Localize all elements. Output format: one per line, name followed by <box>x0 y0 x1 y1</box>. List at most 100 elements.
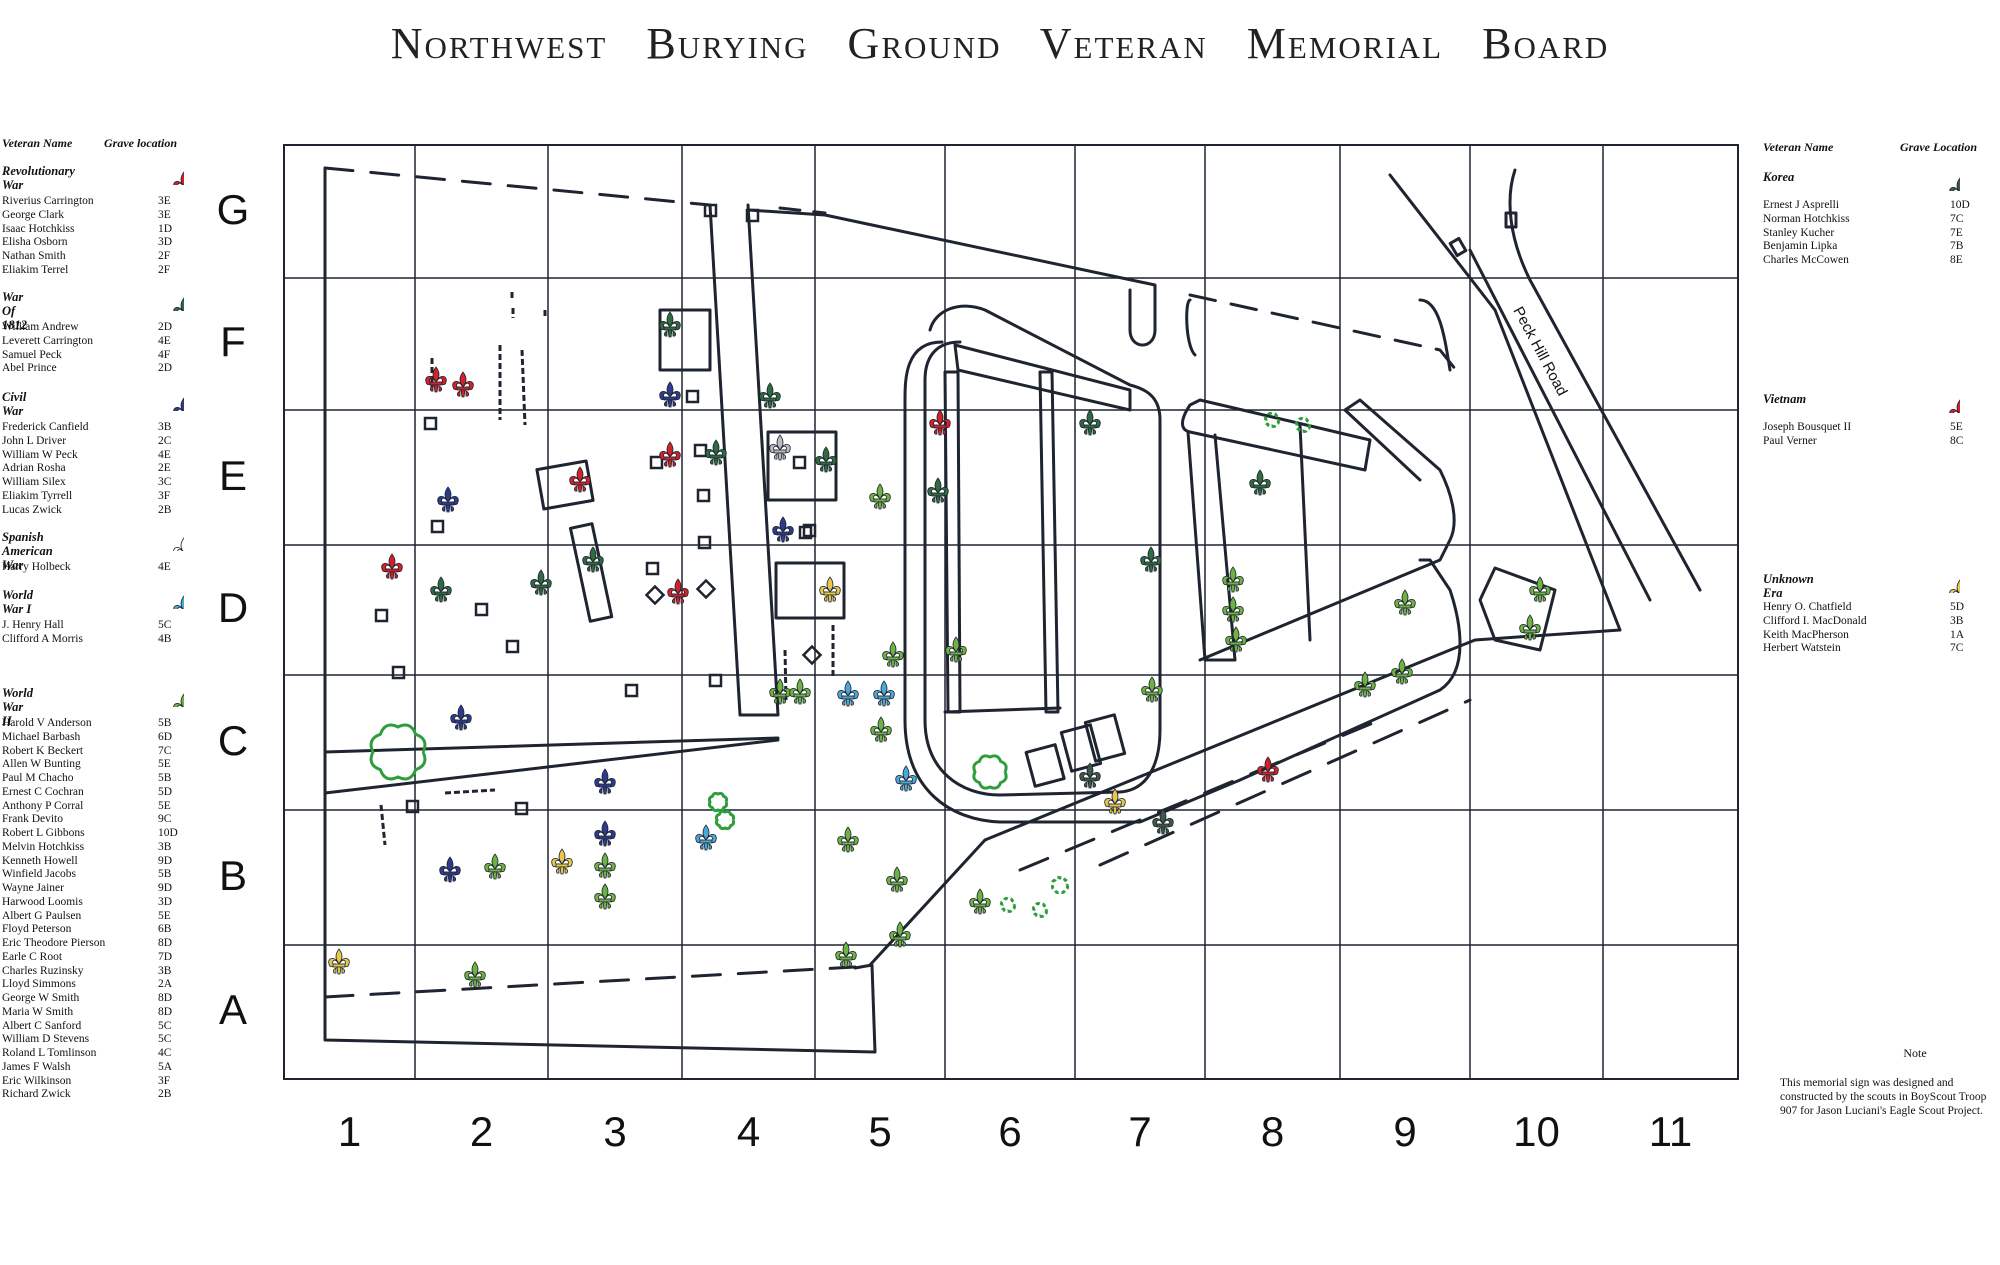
grave-fleur-de-lis-icon <box>551 848 573 875</box>
road-top <box>746 208 1157 347</box>
grave-fleur-de-lis-icon <box>769 678 791 705</box>
cemetery-boundary <box>323 166 877 1054</box>
grave-location: 4F <box>158 348 171 361</box>
veteran-name: James F Walsh <box>2 1060 71 1073</box>
veteran-name: Eliakim Tyrrell <box>2 489 73 502</box>
grave-fleur-de-lis-icon <box>659 381 681 408</box>
legend-header-location: Grave Location <box>1900 140 1977 154</box>
grave-marker <box>696 488 711 503</box>
veteran-name: Paul Verner <box>1763 434 1817 447</box>
grave-location: 8E <box>1950 254 1963 266</box>
grave-marker <box>792 455 807 470</box>
veteran-name: Robert K Beckert <box>2 744 84 757</box>
fleur-de-lis-icon-green <box>160 679 184 707</box>
column-label-5: 5 <box>868 1108 892 1155</box>
veteran-name: Floyd Peterson <box>2 923 72 936</box>
grave-location: 5E <box>158 909 171 922</box>
tree-icon <box>714 809 736 831</box>
veteran-name: Adrian Rosha <box>2 462 66 475</box>
row-markers <box>379 804 387 846</box>
grave-fleur-de-lis-icon <box>695 824 717 851</box>
grave-location: 5C <box>158 1019 172 1032</box>
plot-rect-e4 <box>766 430 838 502</box>
grave-location: 8D <box>158 992 173 1004</box>
tree-icon <box>369 723 427 781</box>
veteran-name: Lucas Zwick <box>2 503 62 516</box>
fleur-de-lis-icon-blue <box>160 383 184 411</box>
grave-location: 10D <box>158 827 178 839</box>
grave-fleur-de-lis-icon <box>969 888 991 915</box>
road-south-diagonal <box>983 628 1622 842</box>
grave-location: 7E <box>1950 226 1963 239</box>
veteran-name: Abel Prince <box>2 362 57 375</box>
plot-rect-f3 <box>658 308 712 372</box>
veteran-name: Riverius Carrington <box>2 195 94 207</box>
grave-marker <box>374 608 389 623</box>
row-markers <box>520 349 527 426</box>
fleur-de-lis-icon-red <box>160 157 184 185</box>
veteran-name: George Clark <box>2 208 65 221</box>
grave-location: 5E <box>1950 421 1963 433</box>
marker-g10 <box>1504 211 1518 229</box>
grave-location: 8D <box>158 1005 173 1018</box>
grave-location: 3F <box>158 1074 171 1087</box>
column-label-7: 7 <box>1128 1108 1152 1155</box>
veteran-name: Eric Wilkinson <box>2 1074 72 1087</box>
grave-fleur-de-lis-icon <box>328 948 350 975</box>
grave-location: 5D <box>1950 601 1965 613</box>
grave-location: 3F <box>158 489 171 502</box>
grave-fleur-de-lis-icon <box>594 852 616 879</box>
grave-fleur-de-lis-icon <box>837 826 859 853</box>
legend-section-title: Revolutionary War <box>2 164 75 192</box>
veteran-name: Earle C Root <box>2 950 63 963</box>
column-label-4: 4 <box>736 1108 761 1155</box>
grave-location: 4C <box>158 1047 172 1059</box>
central-loop-outer <box>903 340 1462 824</box>
column-label-11: 11 <box>1648 1108 1693 1155</box>
grave-location: 4E <box>158 561 171 573</box>
grave-location: 1D <box>158 222 173 235</box>
veteran-name: Herbert Watstein <box>1763 642 1841 655</box>
diamond-marker <box>801 644 823 666</box>
grave-location: 8C <box>1950 434 1964 447</box>
column-label-3: 3 <box>603 1108 627 1155</box>
grave-location: 9C <box>158 813 172 826</box>
veteran-name: Isaac Hotchkiss <box>2 222 75 235</box>
grave-location: 5E <box>158 758 171 771</box>
veteran-name: Charles McCowen <box>1763 254 1849 266</box>
veteran-name: Ernest C Cochran <box>2 785 84 798</box>
grave-location: 8D <box>158 937 173 949</box>
grave-fleur-de-lis-icon <box>1140 546 1162 573</box>
grave-fleur-de-lis-icon <box>450 704 472 731</box>
grave-location: 6D <box>158 730 173 743</box>
grave-location: 2F <box>158 250 171 262</box>
veteran-name: Nathan Smith <box>2 250 66 262</box>
grave-fleur-de-lis-icon <box>1079 409 1101 436</box>
row-markers <box>783 649 788 701</box>
grave-fleur-de-lis-icon <box>594 820 616 847</box>
grave-location: 4E <box>158 334 171 347</box>
veteran-name: John L Driver <box>2 434 67 447</box>
veteran-name: Ernest J Asprelli <box>1763 199 1840 211</box>
veteran-name: Harold V Anderson <box>2 717 92 729</box>
row-label-F: F <box>220 318 246 365</box>
fleur-de-lis-icon-red <box>1936 385 1960 413</box>
grave-marker <box>802 523 817 538</box>
peck-hill-road-west <box>1388 173 1622 632</box>
grave-marker <box>703 203 718 218</box>
legend-section-title: Unknown Era <box>1763 572 1814 600</box>
path-west-inner <box>708 203 780 717</box>
grave-fleur-de-lis-icon <box>464 961 486 988</box>
veteran-name: William Andrew <box>2 321 79 333</box>
veteran-name: Winfield Jacobs <box>2 868 76 881</box>
grave-marker <box>745 208 760 223</box>
path-horizontal-c <box>323 736 780 754</box>
grave-marker <box>391 665 406 680</box>
grave-marker <box>514 801 529 816</box>
veteran-name: J. Henry Hall <box>2 619 64 631</box>
grave-fleur-de-lis-icon <box>837 680 859 707</box>
veteran-name: Henry O. Chatfield <box>1763 601 1852 613</box>
grave-location: 3B <box>158 421 172 433</box>
grave-fleur-de-lis-icon <box>430 576 452 603</box>
column-label-6: 6 <box>998 1108 1022 1155</box>
